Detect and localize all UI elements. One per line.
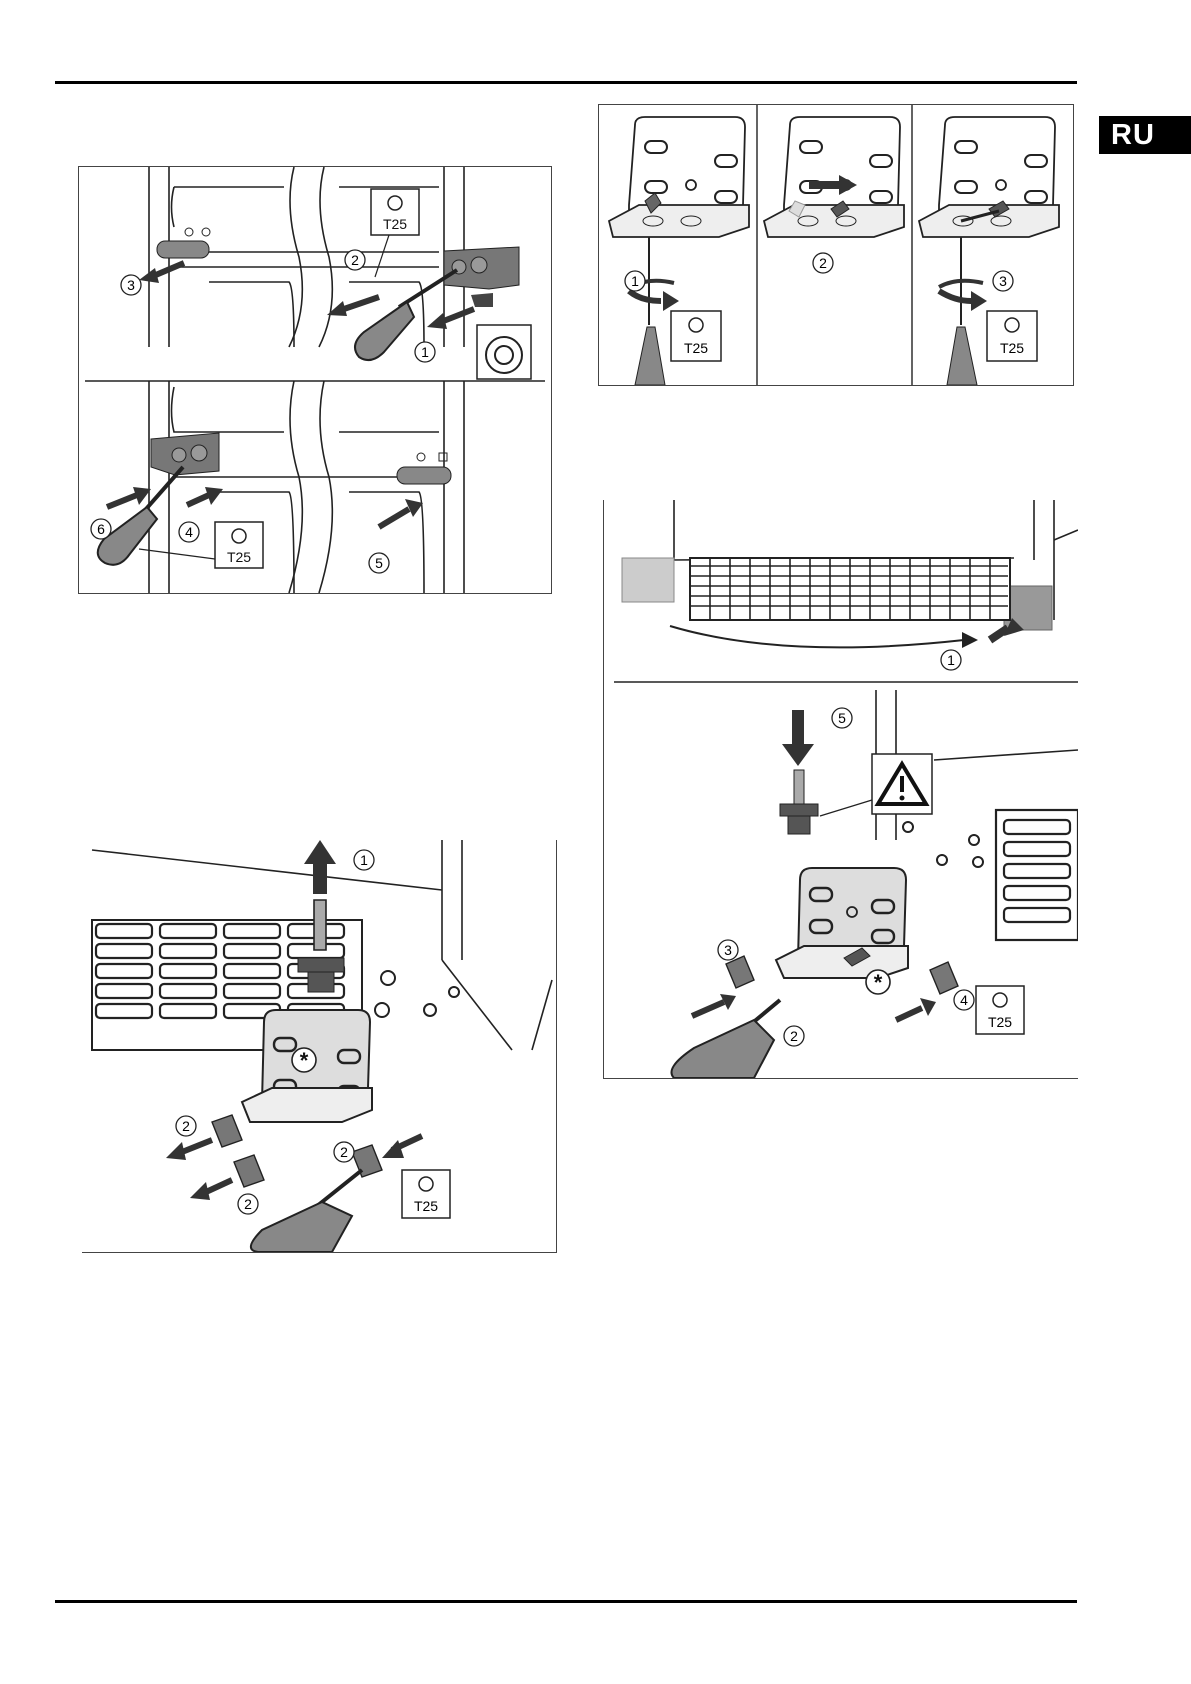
figure-door-cover: T25 3 2 1 [78,166,552,594]
callout-4: 4 [185,524,193,540]
tool-label-t25: T25 [1000,340,1024,356]
callout-2: 2 [790,1028,798,1044]
callout-5: 5 [375,555,383,571]
callout-1: 1 [421,344,429,360]
callout-2: 2 [351,252,359,268]
tool-label-t25: T25 [684,340,708,356]
callout-3: 3 [999,273,1007,289]
callout-1: 1 [631,273,639,289]
callout-4: 4 [960,992,968,1008]
callout-1: 1 [947,652,955,668]
svg-text:*: * [874,970,883,995]
callout-6: 6 [97,521,105,537]
tool-label-t25: T25 [414,1198,438,1214]
callout-3: 3 [724,942,732,958]
callout-2: 2 [244,1196,252,1212]
callout-2: 2 [819,255,827,271]
callout-3: 3 [127,277,135,293]
figure-hinge-removal: 1 * T25 [82,840,557,1253]
callout-2: 2 [340,1144,348,1160]
tool-label-t25: T25 [227,549,251,565]
callout-2: 2 [182,1118,190,1134]
figure-hinge-pin-steps: T25 1 2 T25 3 [598,104,1074,386]
tool-label-t25: T25 [988,1014,1012,1030]
tool-label-t25: T25 [383,216,407,232]
callout-5: 5 [838,710,846,726]
header-rule [55,81,1077,84]
language-tab[interactable]: RU [1099,116,1191,154]
svg-text:*: * [300,1048,309,1073]
callout-1: 1 [360,852,368,868]
footer-rule [55,1600,1077,1603]
figure-hinge-refit: 1 5 [603,500,1078,1079]
